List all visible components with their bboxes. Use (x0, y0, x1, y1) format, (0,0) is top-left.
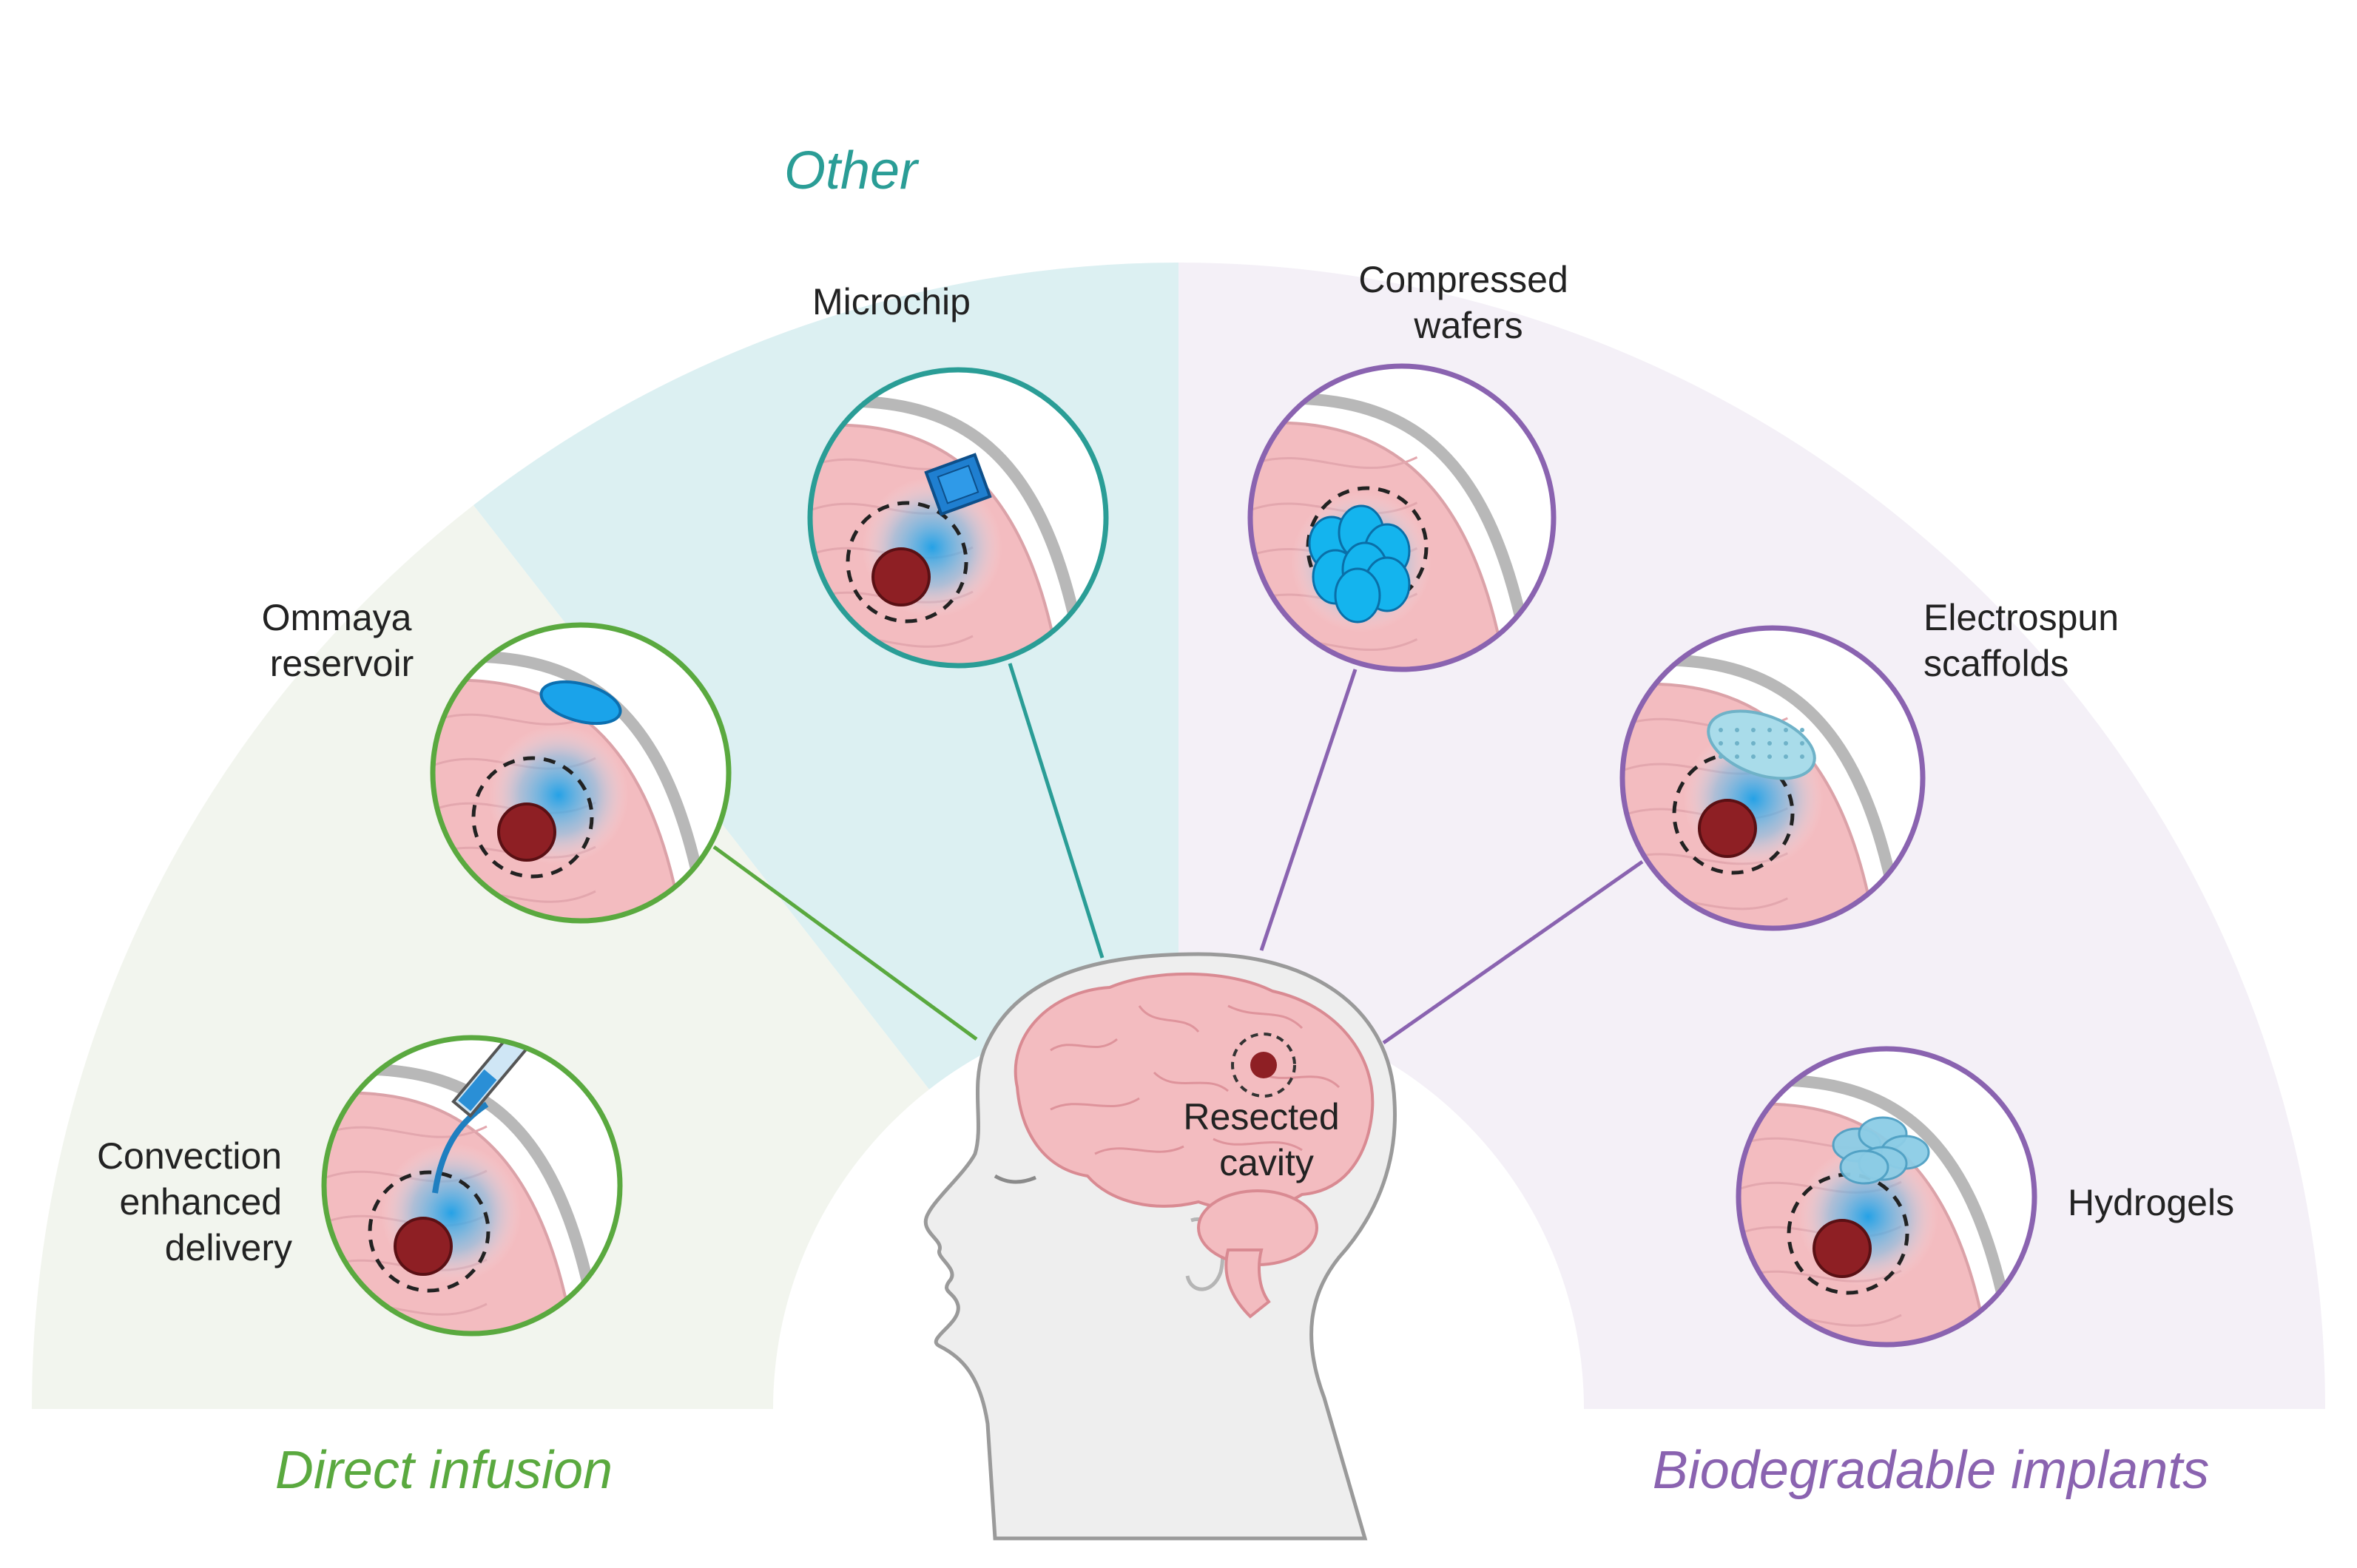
tumor-icon (1250, 1052, 1277, 1078)
microchip-icon (924, 453, 992, 516)
label-wafers: Compressed wafers (1358, 259, 1578, 346)
inset-ring (430, 622, 732, 924)
brain-fold (433, 712, 596, 726)
resection-margin (846, 501, 968, 624)
label-electrospun: Electrospun scaffolds (1923, 597, 2129, 684)
resected-cavity-ring (1231, 1033, 1296, 1098)
label-resected-cavity: Resected cavity (1183, 1096, 1349, 1183)
brain-fold (1250, 456, 1418, 469)
connector-ommaya (712, 845, 978, 1041)
tumor-icon (497, 802, 556, 862)
inset-ring (321, 1035, 623, 1336)
tumor-icon (394, 1217, 453, 1276)
inset-electrospun[interactable] (1619, 625, 1926, 931)
wafer-icon (1308, 504, 1411, 624)
scaffold-icon (1707, 709, 1816, 780)
brain-fold (324, 1125, 488, 1138)
inset-ommaya[interactable] (430, 622, 732, 924)
tumor-icon (1698, 799, 1757, 858)
tumor-icon (1813, 1219, 1872, 1278)
resection-margin (368, 1170, 490, 1293)
inset-ring (1247, 363, 1557, 672)
inset-ring (807, 367, 1109, 669)
inset-microchip[interactable] (807, 367, 1109, 669)
head-illustration (923, 952, 1397, 1541)
syringe-icon (432, 1038, 530, 1194)
tumor-icon (871, 547, 931, 606)
label-microchip: Microchip (812, 281, 971, 322)
label-hydrogels: Hydrogels (2068, 1182, 2234, 1223)
category-biodegradable-title: Biodegradable implants (1653, 1441, 2209, 1500)
label-convection: Convection enhanced delivery (97, 1135, 292, 1268)
brain-folds (1050, 1004, 1341, 1155)
category-other-title: Other (784, 141, 920, 200)
brainstem (1224, 1248, 1271, 1319)
resection-margin (471, 756, 594, 879)
connector-microchip (1008, 663, 1105, 959)
inset-hydrogels[interactable] (1736, 1046, 2037, 1348)
inset-convection[interactable] (321, 1033, 623, 1336)
inset-ring (1619, 625, 1926, 931)
connector-wafers (1259, 669, 1358, 951)
closed-eye (994, 1174, 1036, 1184)
connector-lines (620, 663, 1742, 1189)
inset-wafers[interactable] (1247, 363, 1557, 672)
connector-electrospun (1382, 859, 1644, 1045)
inset-ring (1736, 1046, 2037, 1348)
hydrogel-icon (1832, 1116, 1930, 1185)
reservoir-icon (539, 680, 622, 726)
category-direct-title: Direct infusion (275, 1441, 613, 1500)
label-ommaya: Ommaya reservoir (262, 597, 422, 684)
